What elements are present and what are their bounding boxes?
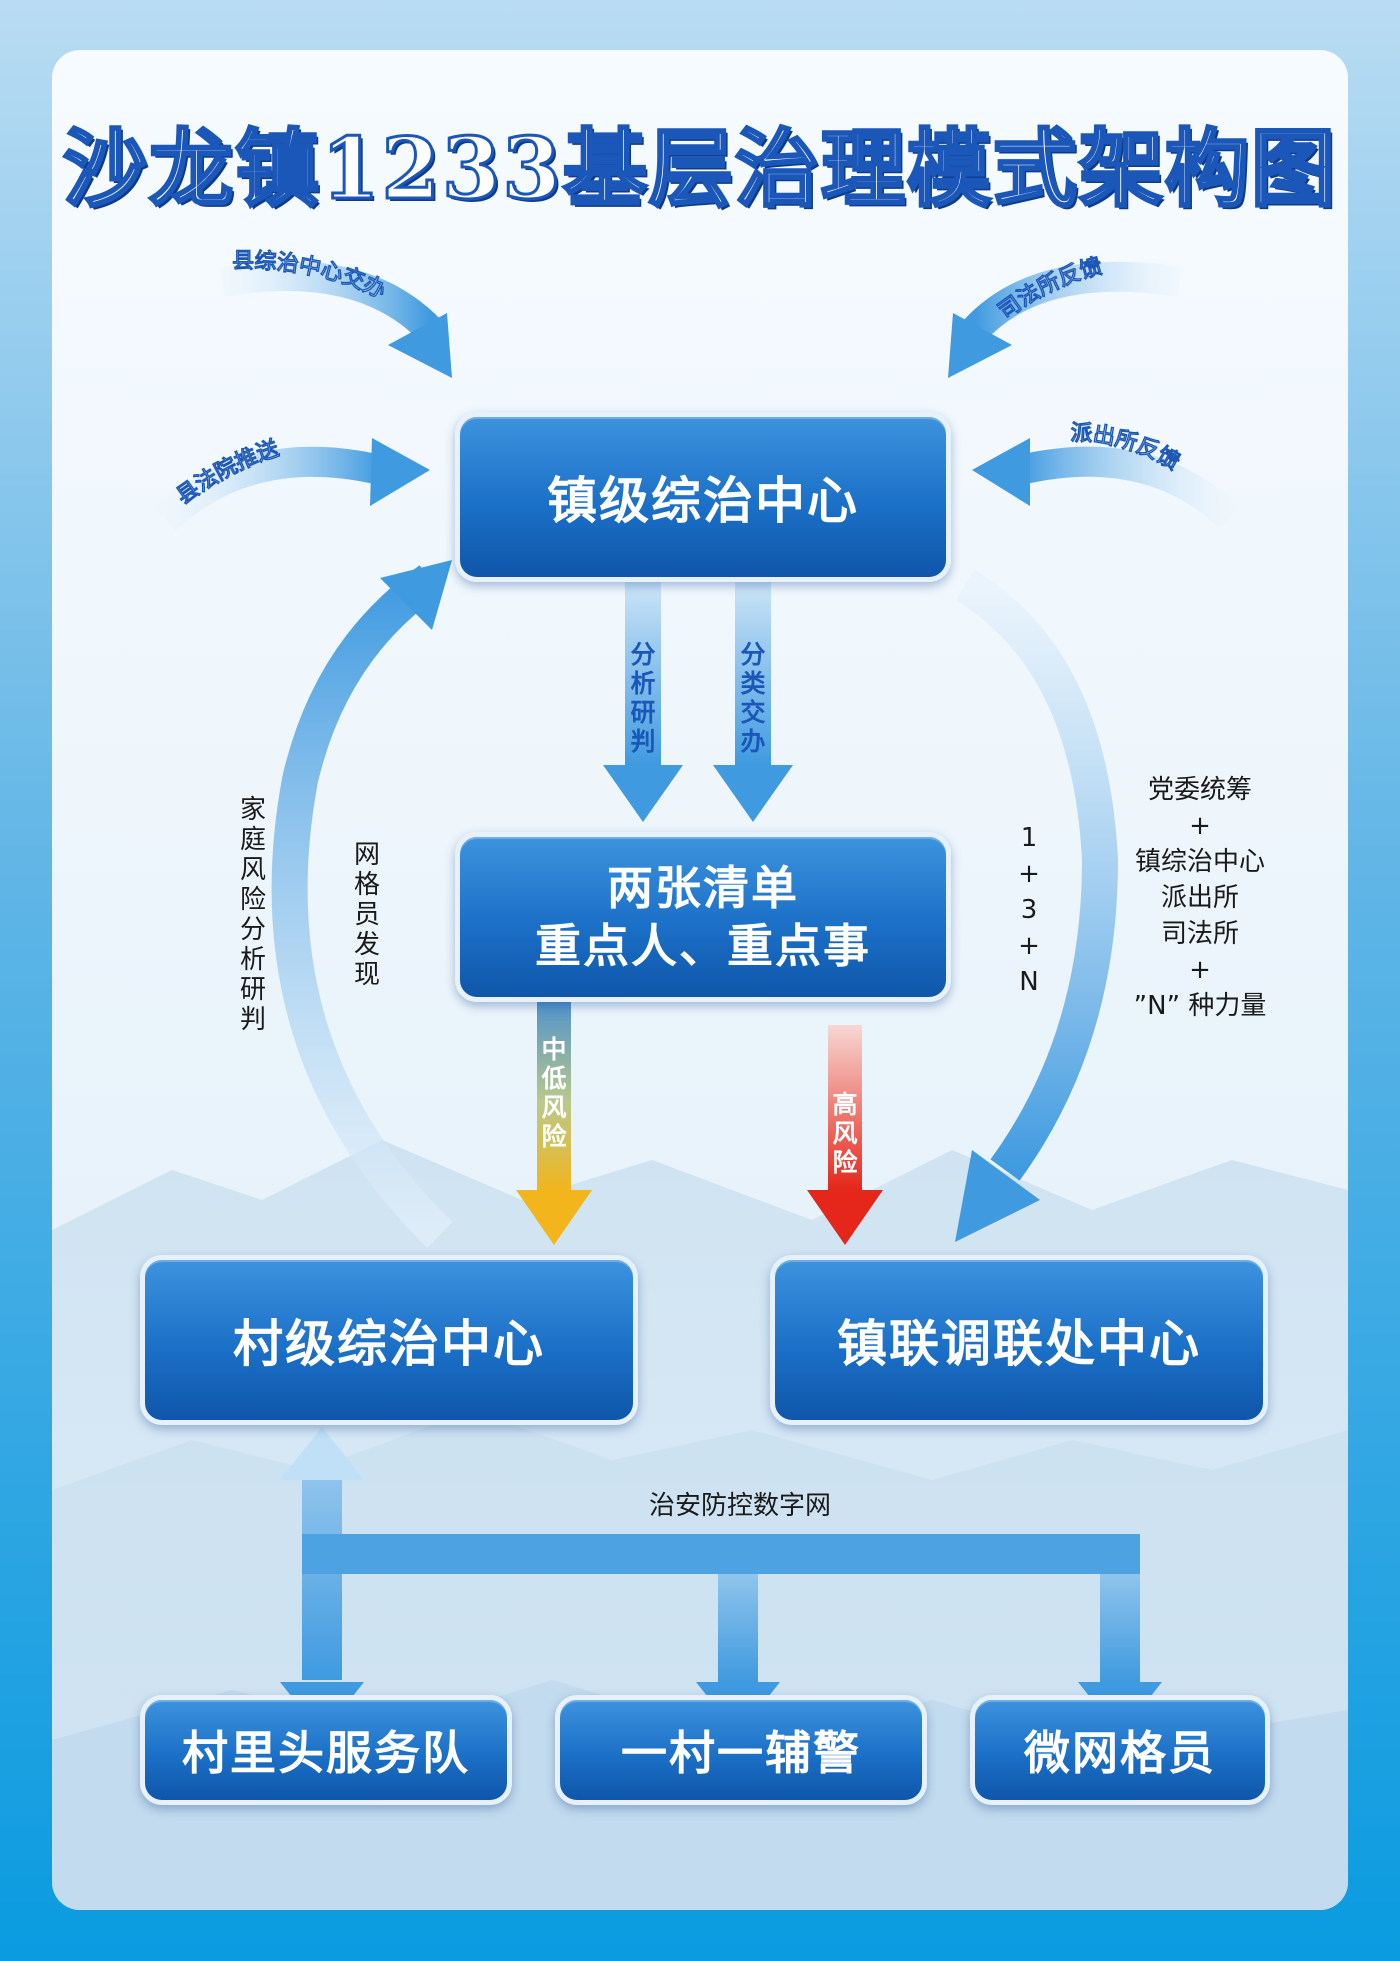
input-arrow-police-feedback: 派出所反馈 [972, 420, 1241, 529]
mid-low-risk-label: 中低风险 [541, 1035, 567, 1151]
two-lists-subtitle: 重点人、重点事 [535, 919, 871, 973]
arrow-analysis [603, 580, 683, 822]
service-team-box[interactable]: 村里头服务队 [140, 1695, 512, 1805]
coordination-line-police: 派出所 [1160, 883, 1239, 913]
coordination-plus-2: + [1189, 955, 1211, 985]
village-center-label: 村级综治中心 [233, 1315, 545, 1373]
town-center-box[interactable]: 镇级综治中心 [455, 412, 951, 582]
village-center-box[interactable]: 村级综治中心 [140, 1255, 638, 1425]
auxiliary-police-box[interactable]: 一村一辅警 [555, 1695, 927, 1805]
one-three-n-label: 1+3+N [1018, 823, 1040, 997]
digital-network-bus [280, 1427, 1162, 1735]
micro-grid-box[interactable]: 微网格员 [970, 1695, 1270, 1805]
input-arrow-county-court: 县法院推送 [154, 435, 430, 532]
coordination-line-center: 镇综治中心 [1134, 847, 1265, 877]
service-team-label: 村里头服务队 [182, 1726, 470, 1780]
digital-network-label: 治安防控数字网 [648, 1491, 831, 1521]
mediation-center-box[interactable]: 镇联调联处中心 [770, 1255, 1268, 1425]
coordination-text: 党委统筹 + 镇综治中心 派出所 司法所 + ”N” 种力量 [1100, 772, 1300, 1024]
coordination-plus-1: + [1189, 811, 1211, 841]
arrow-classify [713, 580, 793, 822]
town-center-label: 镇级综治中心 [547, 472, 859, 530]
two-lists-box[interactable]: 两张清单 重点人、重点事 [455, 832, 951, 1002]
arrow-high-risk [807, 1025, 883, 1245]
classify-label: 分类交办 [740, 640, 766, 756]
coordination-line-n: ”N” 种力量 [1133, 991, 1267, 1021]
auxiliary-police-label: 一村一辅警 [621, 1726, 861, 1780]
input-arrow-county-center: 县综治中心交办 [219, 248, 452, 378]
analysis-label: 分析研判 [630, 640, 656, 756]
grid-found-label: 网格员发现 [353, 840, 380, 990]
arc-village-to-town [271, 560, 453, 1248]
arrow-mid-low-risk [516, 995, 592, 1245]
family-risk-label: 家庭风险分析研判 [239, 795, 266, 1035]
coordination-line-party: 党委统筹 [1147, 775, 1252, 805]
mediation-center-label: 镇联调联处中心 [837, 1315, 1201, 1373]
arc-town-to-mediation [955, 569, 1119, 1242]
two-lists-title: 两张清单 [607, 861, 799, 915]
high-risk-label: 高风险 [832, 1090, 858, 1177]
diagram-title: 沙龙镇1233基层治理模式架构图 [62, 118, 1337, 220]
coordination-line-justice: 司法所 [1160, 919, 1239, 949]
micro-grid-label: 微网格员 [1024, 1726, 1216, 1780]
input-arrow-justice-feedback: 司法所反馈 [948, 253, 1183, 378]
